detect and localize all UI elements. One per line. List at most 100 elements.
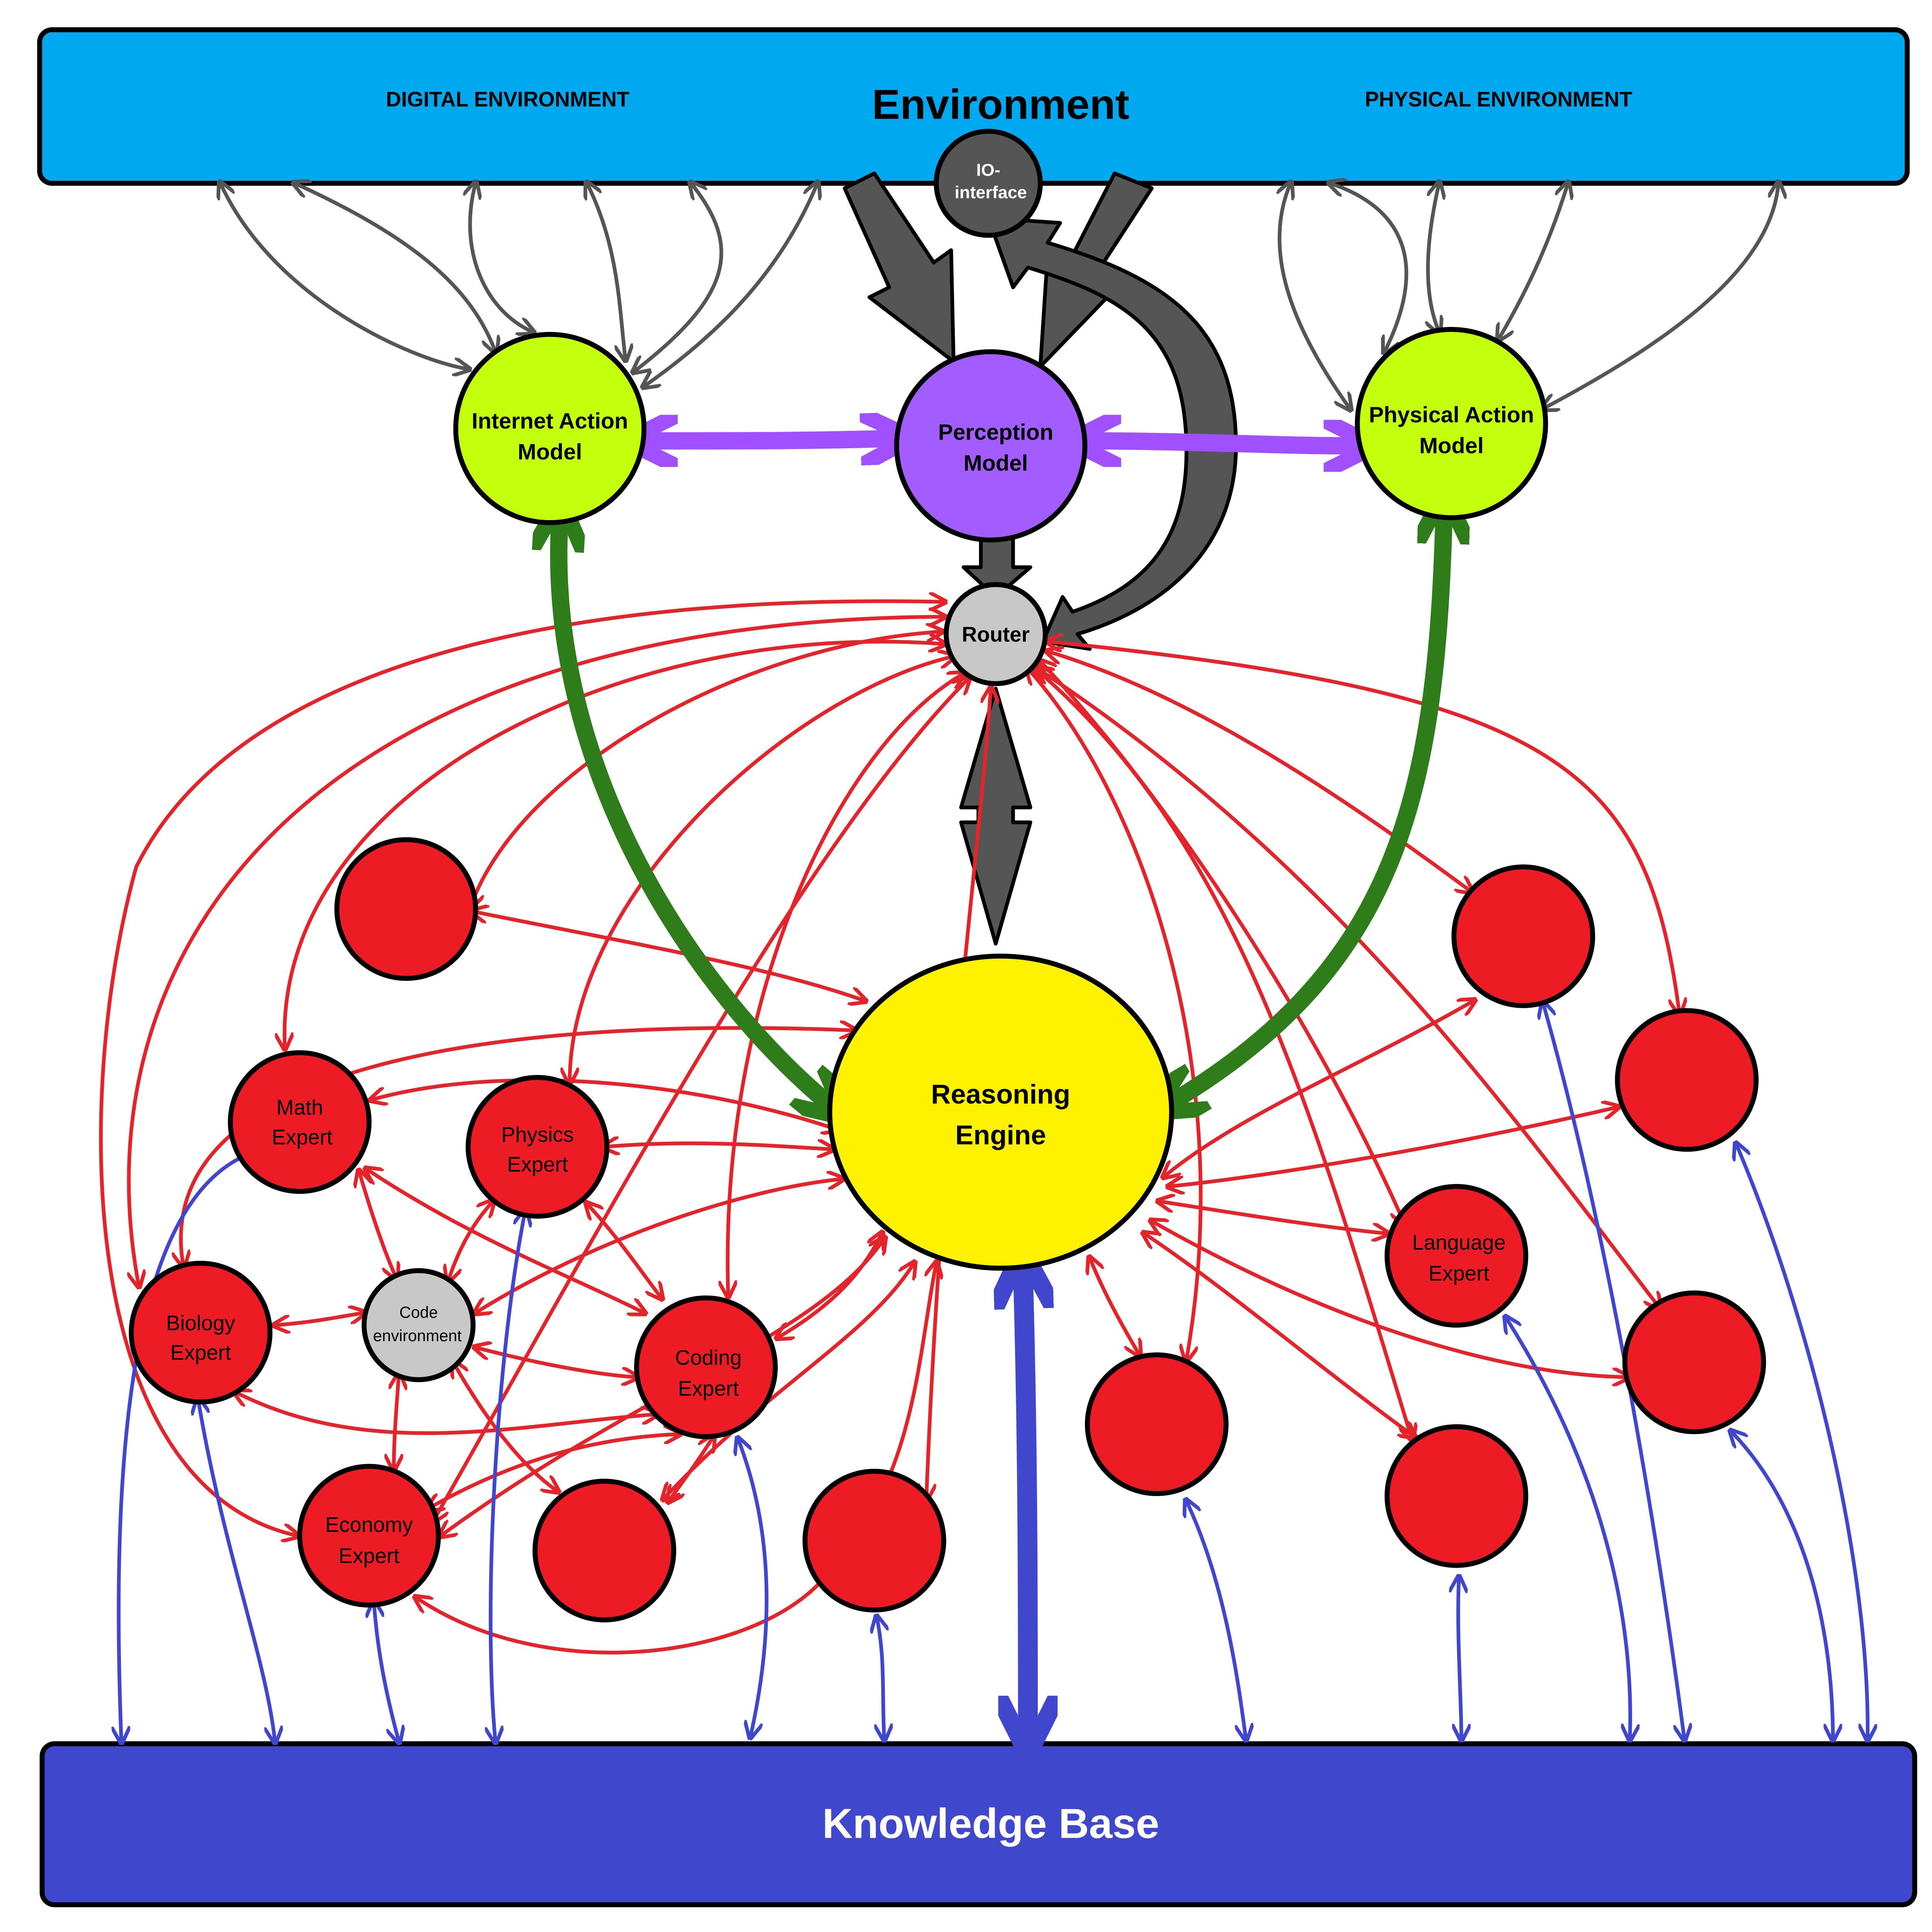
reasoning-engine-label-2: Engine — [955, 1120, 1046, 1150]
knowledge-base-box — [39, 1741, 1917, 1907]
expert-link — [416, 1263, 936, 1655]
expert-link — [1169, 1107, 1617, 1186]
reasoning-knowledge-link-group — [1023, 1273, 1028, 1731]
knowledge-base-bar: Knowledge Base — [39, 1741, 1917, 1907]
perception-links — [646, 439, 1355, 446]
expert-link — [1159, 1201, 1387, 1233]
perception-model: Perception Model — [894, 349, 1088, 543]
reasoning-engine-circle — [827, 953, 1174, 1271]
expert-link — [1048, 651, 1471, 892]
internet-perception-link — [646, 439, 892, 441]
expert-link — [476, 1347, 637, 1377]
expert-link — [448, 1201, 493, 1281]
env-link — [1279, 183, 1350, 408]
kb-link — [738, 1439, 769, 1736]
kb-link — [374, 1602, 399, 1741]
expert-node — [1384, 1424, 1529, 1568]
language-expert-label-2: Expert — [1429, 1262, 1489, 1285]
physical-action-label-2: Model — [1419, 434, 1484, 458]
action-links — [559, 513, 1444, 1105]
expert-link — [1145, 1233, 1415, 1437]
env-link — [634, 183, 723, 371]
economy-expert-circle — [297, 1464, 441, 1608]
math-expert-label-2: Expert — [272, 1126, 332, 1149]
env-link — [470, 183, 532, 332]
kb-link — [877, 1617, 884, 1739]
env-link — [1498, 183, 1568, 339]
env-link — [1543, 183, 1779, 408]
economy-expert-label-1: Economy — [325, 1513, 413, 1537]
physics-expert-label-1: Physics — [501, 1123, 574, 1146]
environment-title: Environment — [872, 81, 1129, 128]
coding-expert-label-1: Coding — [675, 1346, 742, 1369]
perception-physical-link — [1090, 441, 1355, 446]
expert-link — [275, 1313, 364, 1325]
economy-expert: Economy Expert — [297, 1464, 441, 1608]
perception-label-1: Perception — [938, 420, 1053, 445]
kb-link — [1187, 1501, 1246, 1739]
language-expert-circle — [1384, 1184, 1529, 1328]
env-link — [221, 183, 468, 369]
expert-link — [587, 1204, 661, 1298]
io-interface-circle — [934, 129, 1043, 238]
kb-link — [491, 1211, 525, 1742]
router-node: Router — [944, 582, 1048, 686]
kb-link — [198, 1400, 275, 1742]
environment-links — [221, 183, 1779, 408]
perception-to-router-arrow — [961, 533, 1032, 599]
expert-node — [334, 837, 478, 981]
reasoning-engine-label-1: Reasoning — [931, 1079, 1070, 1109]
expert-link — [429, 1434, 679, 1509]
env-link — [1428, 183, 1439, 332]
expert-link — [471, 632, 941, 907]
biology-expert-label-2: Expert — [170, 1341, 231, 1364]
physics-expert-label-2: Expert — [507, 1153, 568, 1176]
expert-node — [1451, 864, 1595, 1008]
internet-action-label-2: Model — [518, 440, 582, 464]
environment-bar: DIGITAL ENVIRONMENT Environment PHYSICAL… — [37, 27, 1910, 186]
perception-label-2: Model — [964, 451, 1028, 476]
physical-environment-label: PHYSICAL ENVIRONMENT — [1365, 88, 1632, 111]
code-environment-label-1: Code — [400, 1303, 438, 1321]
expert-link — [1090, 1258, 1139, 1355]
physical-action-model: Physical Action Model — [1355, 327, 1548, 520]
economy-expert-label-2: Expert — [338, 1544, 399, 1568]
physical-action-label-1: Physical Action — [1369, 403, 1534, 427]
perception-circle — [894, 349, 1088, 543]
digital-environment-label: DIGITAL ENVIRONMENT — [386, 88, 629, 111]
router-circle — [944, 582, 1048, 686]
expert-link — [604, 1143, 832, 1149]
internet-action-circle — [453, 332, 647, 525]
expert-nodes: Math Expert Physics Expert Biology Exper… — [129, 837, 1766, 1622]
expert-node — [1085, 1352, 1229, 1496]
kb-link — [1506, 1318, 1630, 1739]
expert-link — [235, 1392, 656, 1435]
reasoning-knowledge-link — [1023, 1273, 1028, 1731]
math-expert: Math Expert — [228, 1050, 372, 1194]
kb-link — [1731, 1432, 1833, 1739]
internet-reasoning-link — [559, 520, 830, 1105]
biology-expert-circle — [129, 1260, 273, 1405]
env-link — [1330, 183, 1408, 352]
expert-link — [669, 1437, 713, 1501]
kb-link — [1736, 1145, 1868, 1739]
expert-node — [802, 1469, 946, 1613]
expert-link — [394, 1375, 399, 1469]
expert-link — [359, 1172, 396, 1278]
env-to-perception-arrow — [843, 171, 956, 364]
router-label: Router — [962, 622, 1030, 646]
expert-node — [1622, 1290, 1766, 1434]
io-interface-label-2: interface — [955, 182, 1027, 202]
env-link — [295, 183, 495, 352]
physics-expert: Physics Expert — [466, 1075, 609, 1219]
math-expert-label-1: Math — [276, 1096, 323, 1119]
code-environment-label-2: environment — [373, 1327, 462, 1345]
physical-reasoning-link — [1172, 513, 1444, 1102]
expert-node — [532, 1478, 676, 1622]
kb-link — [119, 1155, 244, 1742]
io-interface-node: IO- interface — [934, 129, 1043, 238]
knowledge-links — [119, 1003, 1867, 1741]
kb-link — [1458, 1578, 1461, 1739]
knowledge-base-label: Knowledge Base — [822, 1800, 1159, 1847]
